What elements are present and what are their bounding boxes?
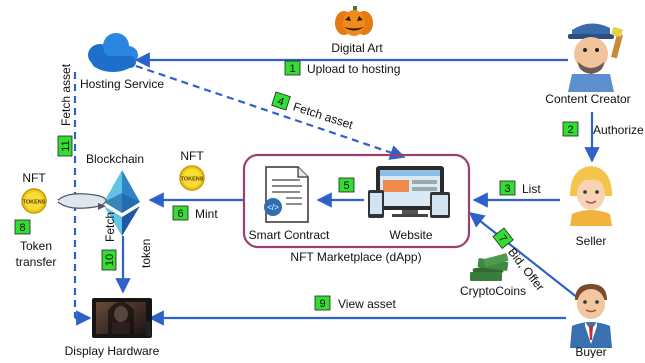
hosting-service-label: Hosting Service: [80, 77, 164, 91]
step-9-badge: 9: [314, 295, 331, 311]
step-10-badge: [101, 249, 117, 271]
svg-text:4: 4: [276, 95, 286, 108]
step-2-label: Authorize: [593, 123, 644, 137]
buyer-icon: [570, 284, 612, 348]
arrow-fetch-asset-website: [135, 64, 406, 160]
svg-text:6: 6: [177, 208, 183, 220]
step-10-label-2: token: [139, 239, 153, 268]
step-11-label: Fetch asset: [59, 63, 73, 126]
step-1-label: Upload to hosting: [307, 62, 400, 76]
step-1-badge: 1: [284, 60, 301, 76]
nft-token-coin-left: TOKENS: [21, 188, 47, 214]
marketplace-box: [242, 153, 471, 249]
arrow-bid-offer: [468, 212, 579, 299]
step-9-label: View asset: [338, 297, 396, 311]
step-3-badge: 3: [499, 180, 516, 196]
step-4-badge: [271, 91, 291, 111]
step-5-badge: 5: [338, 177, 355, 193]
step-8-badge: 8: [14, 219, 31, 235]
step-3-label: List: [522, 182, 541, 196]
smart-contract-label: Smart Contract: [249, 228, 330, 242]
step-4-label: Fetch asset: [291, 99, 355, 132]
step-4-group: 4 Fetch asset: [271, 91, 355, 132]
svg-text:9: 9: [319, 298, 325, 310]
svg-text:1: 1: [289, 63, 295, 75]
transfer-swirl-arrow-icon: [98, 203, 106, 210]
nft-token-coin-center: TOKENS: [179, 165, 205, 191]
step-2-badge: 2: [562, 121, 579, 137]
svg-text:11: 11: [60, 140, 72, 151]
seller-label: Seller: [576, 234, 607, 248]
token-transfer-label-2: transfer: [16, 255, 57, 269]
seller-icon: [570, 166, 612, 226]
svg-text:5: 5: [343, 180, 349, 192]
svg-text:10: 10: [104, 254, 116, 266]
step-6-label: Mint: [195, 207, 218, 221]
ethereum-icon: [104, 170, 140, 236]
step-10-label-2-group: token: [139, 239, 153, 268]
step-6-badge: 6: [172, 205, 189, 221]
blockchain-label: Blockchain: [86, 152, 144, 166]
cloud-icon: [88, 33, 138, 72]
step-11-group: 11 Fetch asset: [57, 63, 73, 157]
display-hardware-label: Display Hardware: [65, 344, 160, 358]
display-hardware-icon: [92, 298, 152, 338]
step-7-badge: [492, 227, 514, 250]
nft-label-center: NFT: [180, 149, 204, 163]
marketplace-label: NFT Marketplace (dApp): [290, 250, 421, 264]
step-11-badge: [57, 135, 73, 157]
svg-text:</>: </>: [267, 203, 279, 212]
svg-text:2: 2: [567, 124, 573, 136]
token-transfer-label-1: Token: [20, 239, 52, 253]
content-creator-icon: [568, 23, 624, 92]
digital-art-label: Digital Art: [331, 41, 383, 55]
step-10-label-1: Fetch: [103, 212, 117, 242]
svg-text:3: 3: [504, 183, 510, 195]
svg-text:8: 8: [19, 222, 25, 234]
buyer-label: Buyer: [575, 345, 606, 358]
svg-text:TOKENS: TOKENS: [23, 200, 46, 206]
content-creator-label: Content Creator: [545, 92, 630, 106]
cryptocoins-label: CryptoCoins: [460, 284, 526, 298]
smart-contract-icon: </>: [264, 166, 309, 223]
pumpkin-icon: [335, 6, 373, 36]
transfer-swirl-icon: [57, 193, 107, 209]
website-icon: [368, 166, 450, 218]
nft-label-left: NFT: [22, 171, 46, 185]
svg-text:TOKENS: TOKENS: [181, 177, 204, 183]
website-label: Website: [389, 228, 432, 242]
money-stack-icon: [470, 253, 509, 281]
step-10-group: 10 Fetch: [101, 212, 117, 271]
